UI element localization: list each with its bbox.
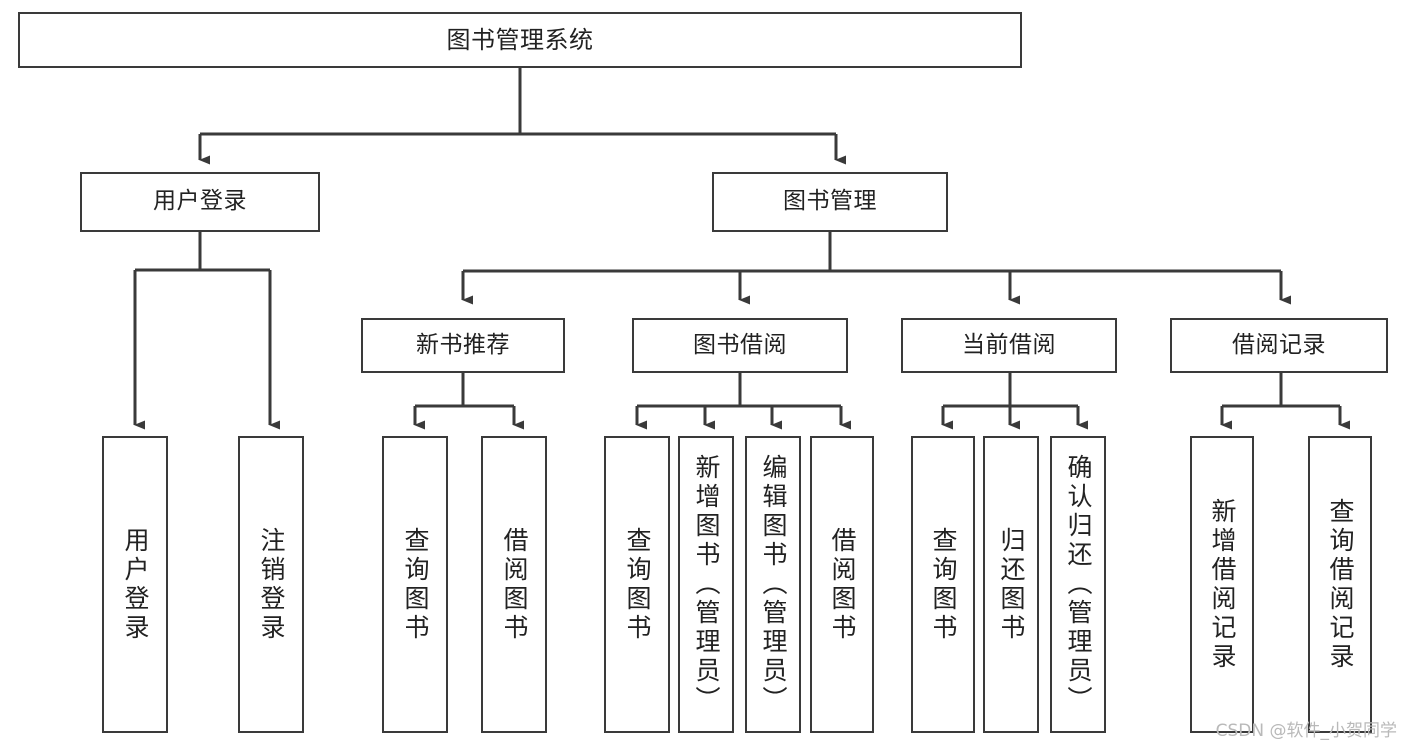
node-label: 编辑图书（管理员） <box>759 454 788 715</box>
node-current-borrow[interactable]: 当前借阅 <box>901 318 1117 373</box>
leaf-query-borrow-record[interactable]: 查询借阅记录 <box>1308 436 1372 733</box>
node-book-management[interactable]: 图书管理 <box>712 172 948 232</box>
csdn-watermark: CSDN @软件_小贺同学 <box>1215 721 1397 741</box>
node-label: 借阅图书 <box>500 526 529 643</box>
node-label: 查询图书 <box>401 526 430 643</box>
node-label: 借阅图书 <box>828 526 857 643</box>
node-label: 查询借阅记录 <box>1326 497 1355 672</box>
leaf-query-book-recommend[interactable]: 查询图书 <box>382 436 448 733</box>
leaf-logout-login[interactable]: 注销登录 <box>238 436 304 733</box>
node-label: 查询图书 <box>929 526 958 643</box>
leaf-borrow-book-borrow[interactable]: 借阅图书 <box>810 436 874 733</box>
node-label: 用户登录 <box>153 188 247 215</box>
node-label: 查询图书 <box>623 526 652 643</box>
node-label: 图书管理系统 <box>446 25 594 54</box>
leaf-return-book[interactable]: 归还图书 <box>983 436 1039 733</box>
node-root-system[interactable]: 图书管理系统 <box>18 12 1022 68</box>
node-label: 图书借阅 <box>693 331 787 358</box>
leaf-borrow-book-recommend[interactable]: 借阅图书 <box>481 436 547 733</box>
leaf-query-book-current[interactable]: 查询图书 <box>911 436 975 733</box>
node-label: 确认归还（管理员） <box>1064 454 1093 715</box>
leaf-confirm-return[interactable]: 确认归还（管理员） <box>1050 436 1106 733</box>
node-new-book-recommend[interactable]: 新书推荐 <box>361 318 565 373</box>
node-borrow-record[interactable]: 借阅记录 <box>1170 318 1388 373</box>
node-label: 借阅记录 <box>1232 331 1326 358</box>
leaf-add-borrow-record[interactable]: 新增借阅记录 <box>1190 436 1254 733</box>
node-user-login[interactable]: 用户登录 <box>80 172 320 232</box>
node-label: 图书管理 <box>783 188 877 215</box>
node-label: 用户登录 <box>121 526 150 643</box>
leaf-user-login[interactable]: 用户登录 <box>102 436 168 733</box>
node-label: 新增借阅记录 <box>1208 497 1237 672</box>
node-label: 新书推荐 <box>416 331 510 358</box>
leaf-edit-book[interactable]: 编辑图书（管理员） <box>745 436 801 733</box>
node-book-borrow[interactable]: 图书借阅 <box>632 318 848 373</box>
leaf-query-book-borrow[interactable]: 查询图书 <box>604 436 670 733</box>
node-label: 归还图书 <box>997 526 1026 643</box>
node-label: 新增图书（管理员） <box>692 454 721 715</box>
node-label: 当前借阅 <box>962 331 1056 358</box>
node-label: 注销登录 <box>257 526 286 643</box>
leaf-add-book[interactable]: 新增图书（管理员） <box>678 436 734 733</box>
